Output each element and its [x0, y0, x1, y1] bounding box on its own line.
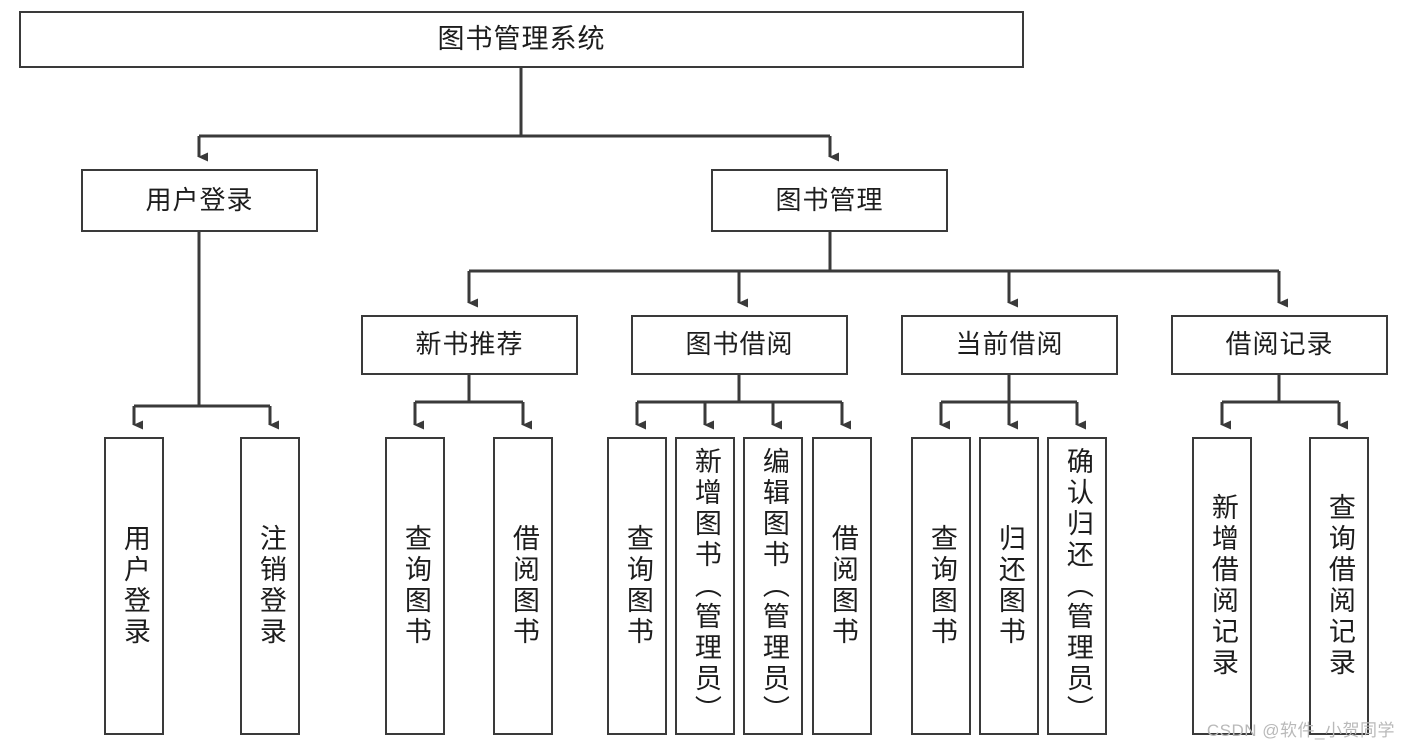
leaf-borrow-edit-book-admin[interactable]: 编辑图书（管理员） [743, 437, 803, 735]
node-current-borrow[interactable]: 当前借阅 [901, 315, 1118, 375]
leaf-recommend-query-book[interactable]: 查询图书 [385, 437, 445, 735]
node-label: 图书管理系统 [437, 24, 606, 55]
node-label: 新书推荐 [415, 329, 524, 360]
leaf-current-return-book[interactable]: 归还图书 [979, 437, 1039, 735]
node-label: 编辑图书（管理员） [758, 446, 789, 726]
leaf-user-login-signin[interactable]: 用户登录 [104, 437, 164, 735]
leaf-user-login-signout[interactable]: 注销登录 [240, 437, 300, 735]
leaf-borrow-query-book[interactable]: 查询图书 [607, 437, 667, 735]
node-book-management[interactable]: 图书管理 [711, 169, 948, 232]
leaf-borrow-borrow-book[interactable]: 借阅图书 [812, 437, 872, 735]
leaf-current-query-book[interactable]: 查询图书 [911, 437, 971, 735]
node-root-system[interactable]: 图书管理系统 [19, 11, 1024, 68]
node-user-login[interactable]: 用户登录 [81, 169, 318, 232]
node-borrow-record[interactable]: 借阅记录 [1171, 315, 1388, 375]
node-label: 当前借阅 [955, 329, 1064, 360]
csdn-watermark: CSDN @软件_小贺同学 [1206, 721, 1395, 740]
node-label: 归还图书 [994, 524, 1025, 648]
node-label: 查询图书 [926, 524, 957, 648]
node-label: 图书借阅 [685, 329, 794, 360]
leaf-recommend-borrow-book[interactable]: 借阅图书 [493, 437, 553, 735]
node-label: 新增借阅记录 [1207, 493, 1238, 679]
leaf-record-query-record[interactable]: 查询借阅记录 [1309, 437, 1369, 735]
node-label: 注销登录 [255, 524, 286, 648]
leaf-current-confirm-return-admin[interactable]: 确认归还（管理员） [1047, 437, 1107, 735]
node-label: 用户登录 [119, 524, 150, 648]
node-label: 借阅图书 [508, 524, 539, 648]
node-label: 查询图书 [622, 524, 653, 648]
leaf-record-add-record[interactable]: 新增借阅记录 [1192, 437, 1252, 735]
node-label: 查询图书 [400, 524, 431, 648]
node-label: 用户登录 [145, 184, 254, 215]
node-label: 查询借阅记录 [1324, 493, 1355, 679]
node-new-book-recommend[interactable]: 新书推荐 [361, 315, 578, 375]
leaf-borrow-add-book-admin[interactable]: 新增图书（管理员） [675, 437, 735, 735]
node-label: 确认归还（管理员） [1062, 446, 1093, 726]
node-label: 图书管理 [775, 184, 884, 215]
node-book-borrow[interactable]: 图书借阅 [631, 315, 848, 375]
node-label: 新增图书（管理员） [690, 446, 721, 726]
node-label: 借阅记录 [1225, 329, 1334, 360]
node-label: 借阅图书 [827, 524, 858, 648]
